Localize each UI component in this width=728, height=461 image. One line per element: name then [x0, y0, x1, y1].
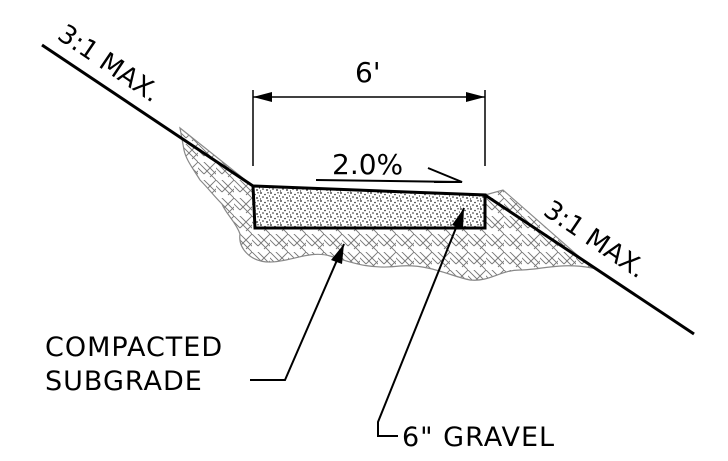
subgrade-leader-arrow-icon: [331, 244, 344, 264]
subgrade-callout-line1: COMPACTED: [45, 332, 223, 363]
subgrade-region: [179, 126, 595, 281]
left-slope-line: [41, 43, 254, 188]
cross-slope-label: 2.0%: [332, 148, 403, 181]
right-slope-line: [484, 193, 695, 336]
dimension-arrow-right-icon: [466, 92, 485, 102]
gravel-leader-line: [377, 207, 465, 437]
gravel-callout: 6" GRAVEL: [402, 422, 555, 453]
width-dimension-label: 6': [355, 56, 381, 89]
subgrade-callout-line2: SUBGRADE: [45, 366, 203, 397]
cross-slope-arrow-icon: [427, 167, 463, 183]
dimension-arrow-left-icon: [253, 92, 272, 102]
gravel-leader-arrow-icon: [452, 208, 464, 229]
gravel-layer: [251, 184, 487, 230]
subgrade-leader-line: [250, 243, 345, 381]
